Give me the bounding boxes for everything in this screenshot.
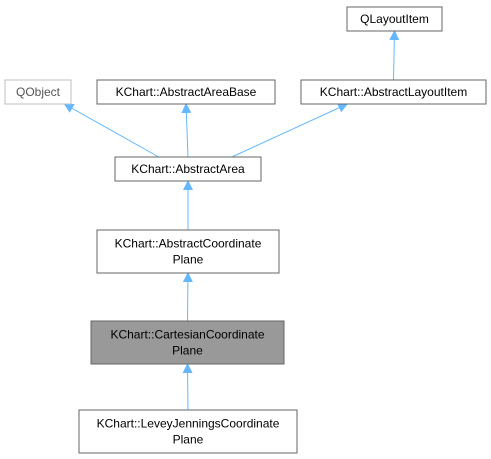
class-node-label: Plane: [173, 253, 204, 267]
class-node-qlayoutitem[interactable]: QLayoutItem: [346, 6, 443, 32]
class-node-label: Plane: [173, 433, 204, 447]
inheritance-edge-abstractarea-to-abstractareabase: [181, 103, 192, 158]
class-node-box: [4, 79, 72, 105]
class-node-label: Plane: [172, 344, 203, 358]
inheritance-edge-abstractarea-to-abstractlayoutitem: [231, 103, 349, 158]
class-node-box: [346, 6, 443, 32]
class-node-label: QObject: [16, 85, 61, 99]
class-node-box: [114, 156, 262, 182]
class-node-abstractarea[interactable]: KChart::AbstractArea: [114, 156, 262, 182]
class-node-box: [90, 320, 285, 365]
edges-layer: [63, 30, 400, 411]
inheritance-edge-leveyjenningscoordinateplane-to-cartesiancoordinateplane: [182, 363, 193, 411]
class-node-label: KChart::AbstractLayoutItem: [320, 85, 467, 99]
class-node-box: [96, 229, 280, 274]
class-node-label: KChart::AbstractCoordinate: [115, 237, 262, 251]
class-node-abstractlayoutitem[interactable]: KChart::AbstractLayoutItem: [300, 79, 487, 105]
inheritance-edge-abstractlayoutitem-to-qlayoutitem: [389, 30, 400, 81]
class-node-box: [96, 79, 276, 105]
inheritance-edge-abstractarea-to-qobject: [63, 103, 160, 158]
class-node-qobject[interactable]: QObject: [4, 79, 72, 105]
class-node-label: KChart::AbstractArea: [131, 162, 245, 176]
class-node-box: [300, 79, 487, 105]
class-node-label: QLayoutItem: [360, 12, 429, 26]
class-node-label: KChart::CartesianCoordinate: [110, 328, 264, 342]
inheritance-edge-cartesiancoordinateplane-to-abstractcoordinateplane: [182, 272, 193, 322]
class-node-box: [78, 409, 298, 454]
class-node-label: KChart::LeveyJenningsCoordinate: [97, 417, 280, 431]
class-node-abstractareabase[interactable]: KChart::AbstractAreaBase: [96, 79, 276, 105]
class-node-label: KChart::AbstractAreaBase: [116, 85, 257, 99]
